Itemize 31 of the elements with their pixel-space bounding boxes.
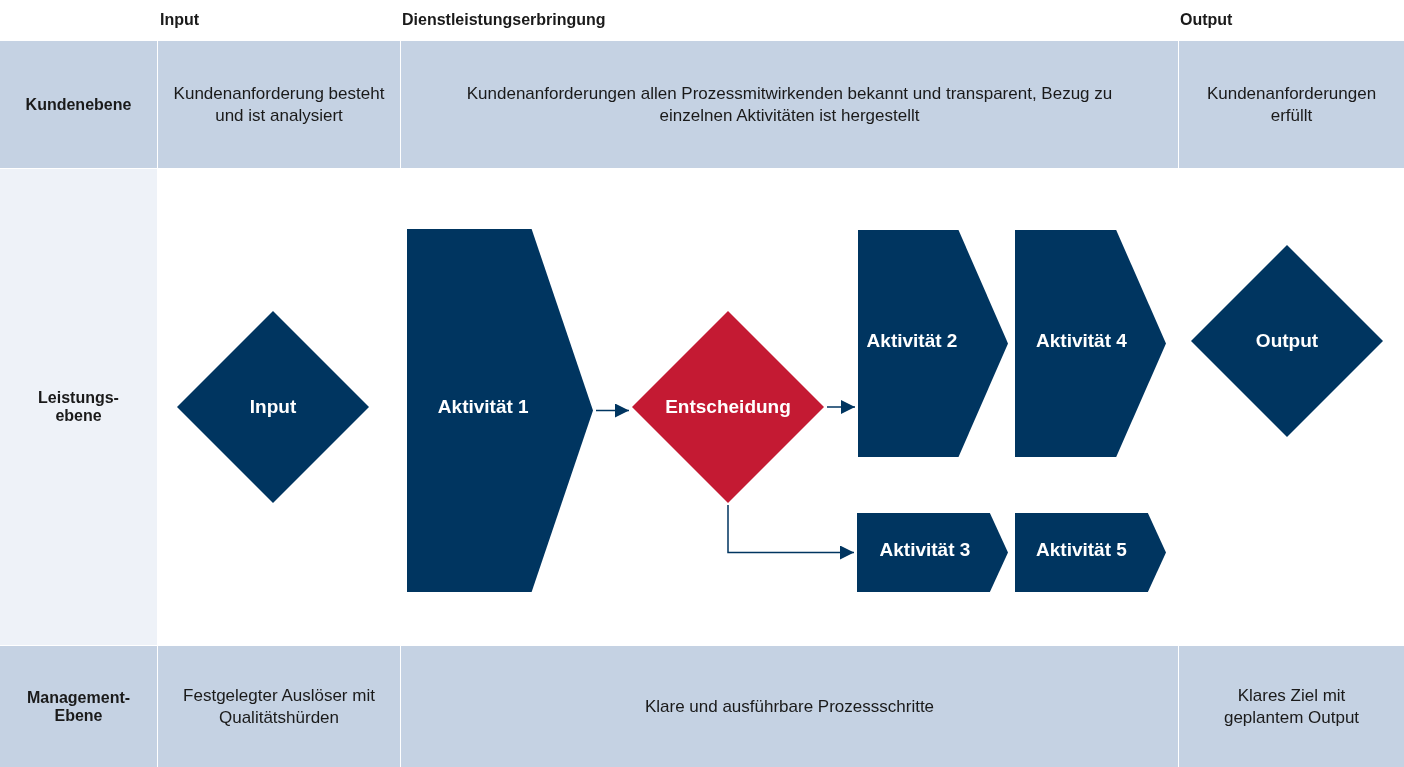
decision-diamond (177, 311, 369, 503)
cell-text: Klares Ziel mit geplantem Output (1222, 684, 1361, 729)
node-label: Aktivität 2 (866, 330, 958, 353)
row-header: Leistungs- ebene (37, 389, 120, 425)
pentagon-box (407, 229, 593, 592)
column-header: Input (160, 11, 200, 29)
decision-diamond (1191, 245, 1383, 437)
pentagon-box (858, 230, 1008, 457)
cell-text: Festgelegter Auslöser mit Qualitätshürden (182, 684, 376, 729)
pentagon-box (857, 513, 1008, 592)
node-label: Aktivität 4 (1036, 330, 1127, 353)
arrow (595, 403, 630, 418)
pentagon-box (1015, 230, 1166, 457)
node-label: Input (249, 396, 297, 418)
pentagon-box (1015, 513, 1166, 592)
node-label: Aktivität 1 (437, 395, 529, 418)
arrow (727, 504, 855, 560)
cell-text: Klare und ausführbare Prozessschritte (644, 695, 935, 718)
node-label: Entscheidung (665, 396, 791, 418)
node-label: Aktivität 3 (879, 539, 971, 562)
column-header: Dienstleistungserbringung (402, 11, 606, 29)
node-label: Output (1255, 330, 1319, 352)
column-header: Output (1180, 11, 1233, 29)
cell-text: Kundenanforderungen erfüllt (1205, 82, 1378, 127)
row-header: Management- Ebene (25, 688, 132, 725)
node-label: Aktivität 5 (1036, 539, 1127, 562)
decision-diamond (632, 311, 824, 503)
arrow (826, 400, 856, 414)
row-header: Kundenebene (25, 95, 132, 114)
cell-text: Kundenanforderungen allen Prozessmitwirkenden bekannt und transparent, Bezug zu einzelnen Aktivitäten ist hergestellt (465, 82, 1114, 127)
cell-text: Kundenanforderung besteht und ist analysiert (172, 82, 386, 127)
